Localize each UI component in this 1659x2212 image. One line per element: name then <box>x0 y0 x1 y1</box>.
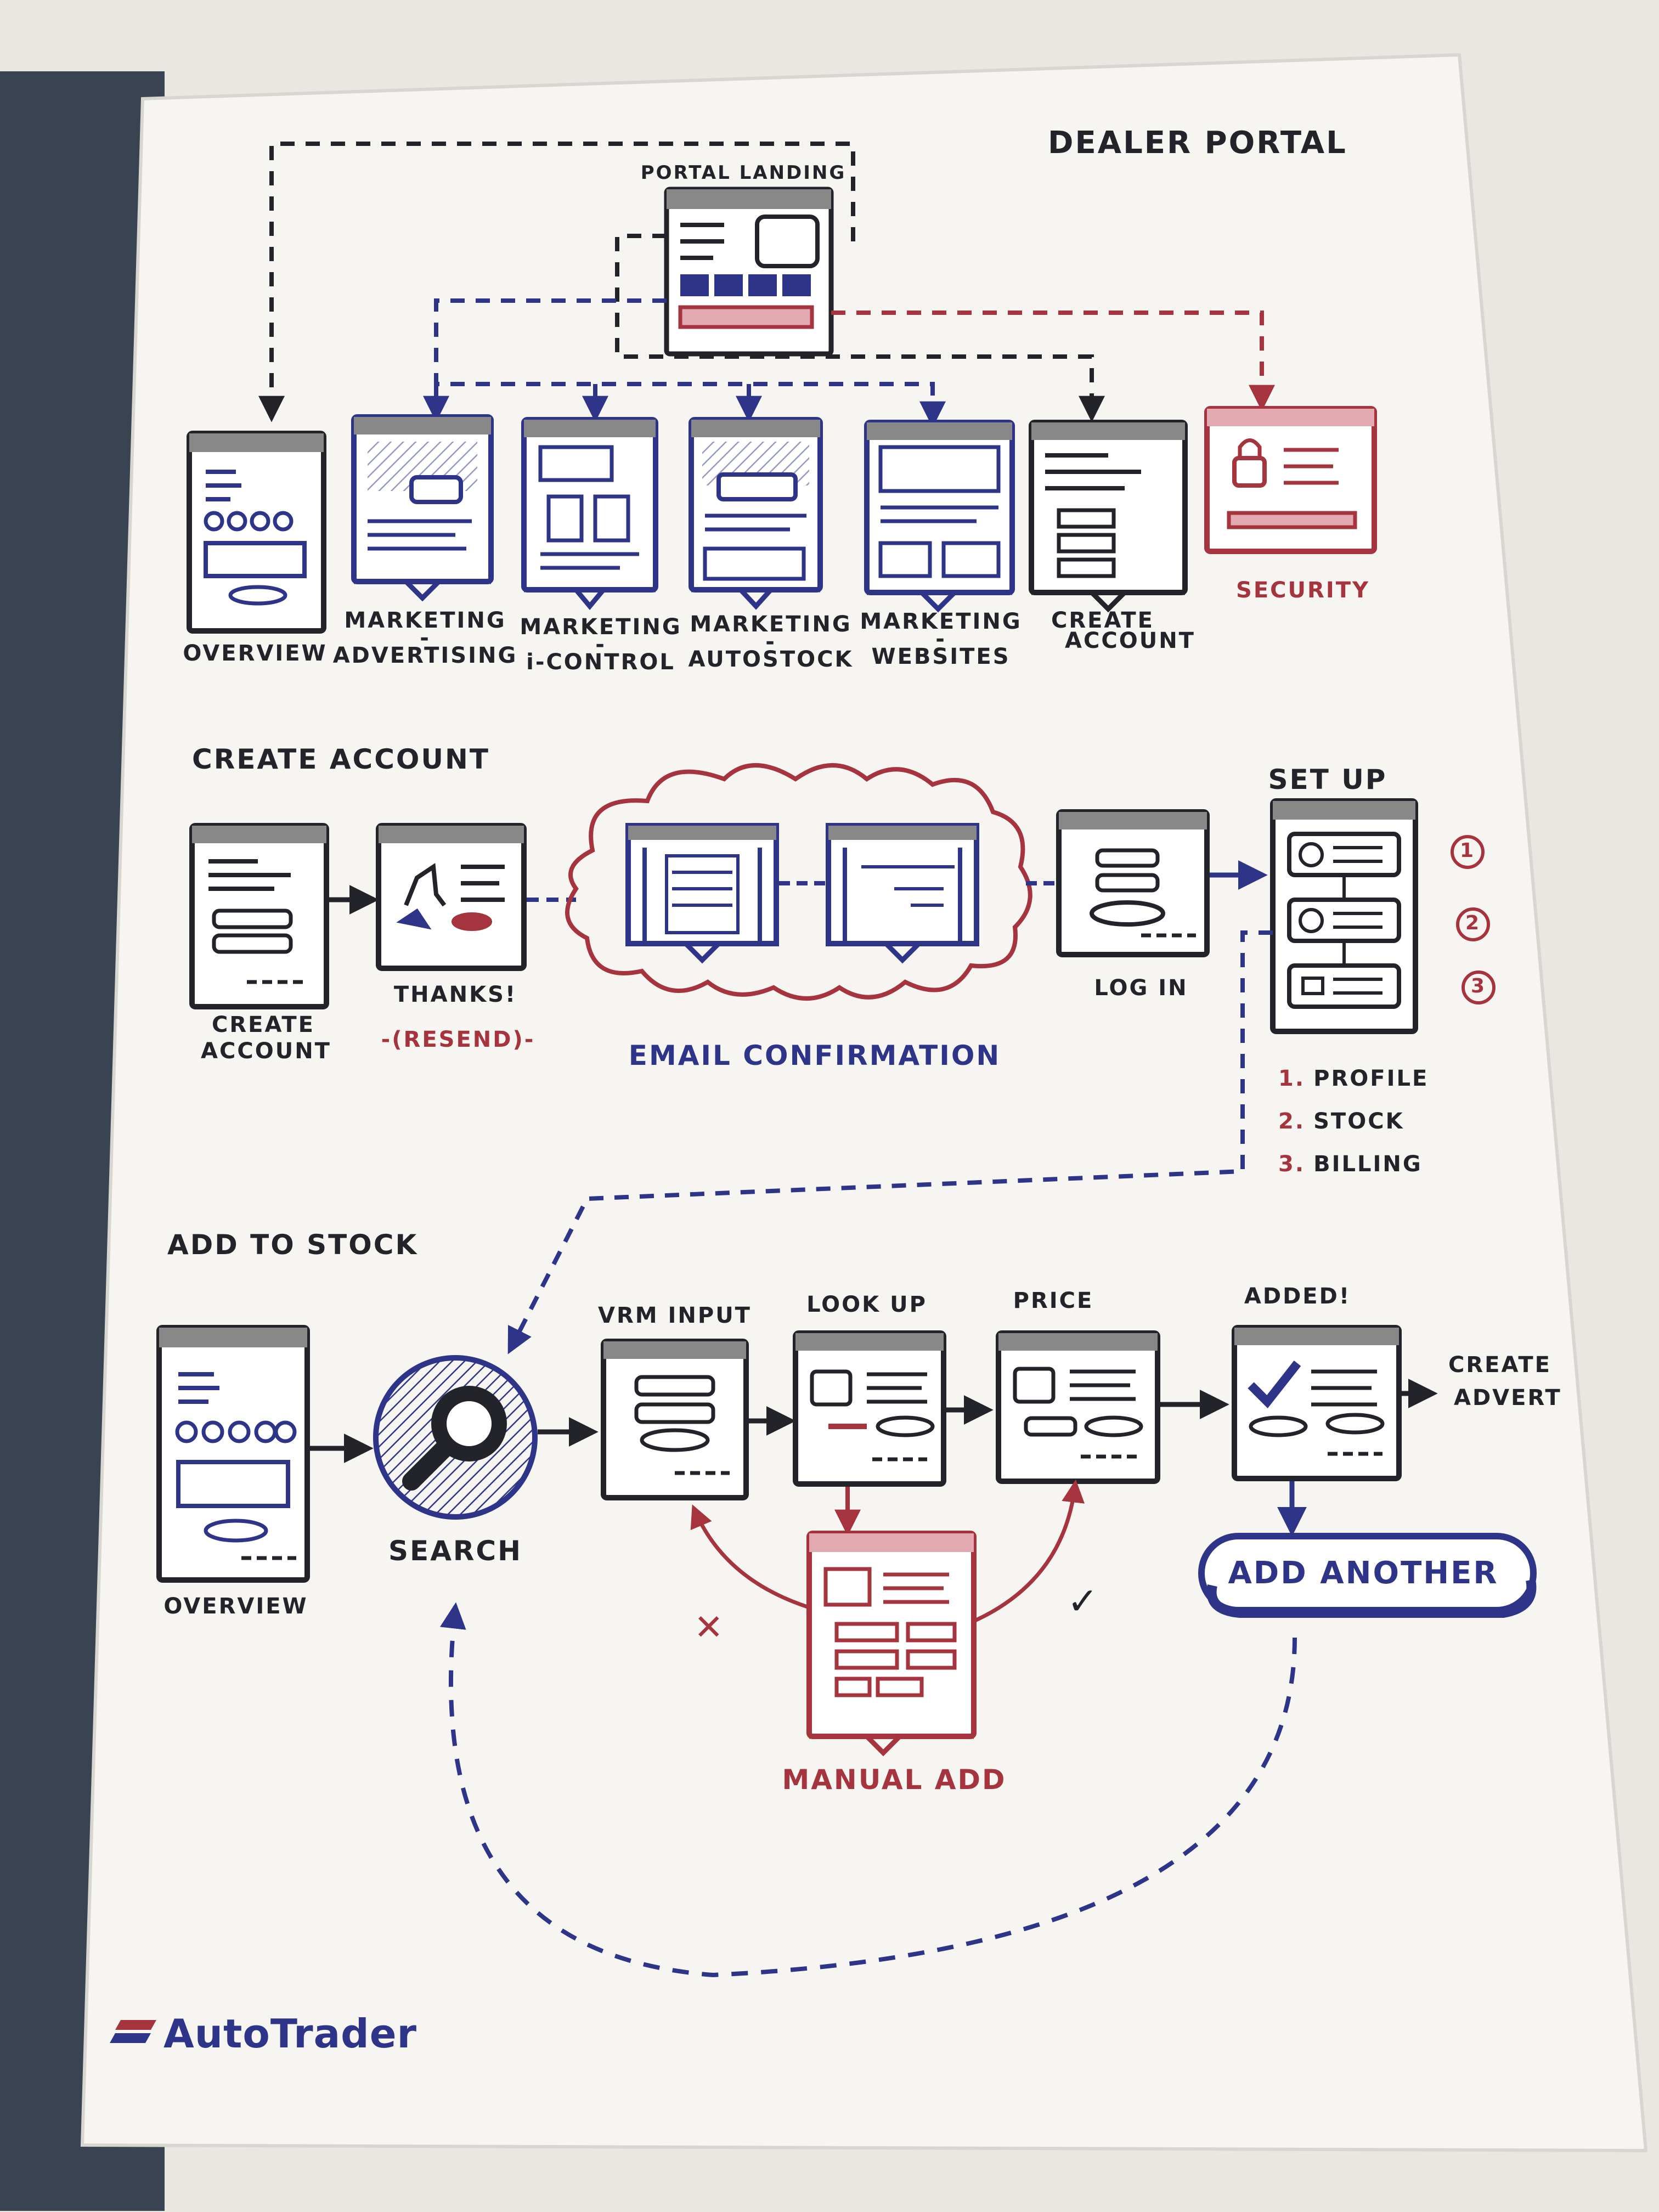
setup-step-2-num: 2. <box>1278 1109 1306 1134</box>
top-label-advertising-1: MARKETING <box>344 608 506 633</box>
thanks-screen <box>376 823 527 971</box>
top-label-websites-3: WEBSITES <box>871 644 1011 669</box>
setup-step-1-num: 1. <box>1278 1066 1306 1091</box>
step-circle-1: 1 <box>1459 839 1476 862</box>
section-heading-create-account: CREATE ACCOUNT <box>192 743 490 775</box>
manual-add-screen <box>806 1531 977 1757</box>
label-vrm-input: VRM INPUT <box>598 1303 752 1328</box>
setup-step-2: 2. STOCK <box>1278 1109 1429 1152</box>
overview-screen-bottom <box>156 1325 310 1583</box>
label-setup: SET UP <box>1268 764 1387 795</box>
label-look-up: LOOK UP <box>806 1292 927 1317</box>
top-label-advertising-3: ADVERTISING <box>332 643 518 668</box>
section-heading-add-to-stock: ADD TO STOCK <box>167 1229 419 1261</box>
top-label-autostock-3: AUTOSTOCK <box>688 647 854 672</box>
resend-link[interactable]: -(RESEND)- <box>381 1027 535 1052</box>
autotrader-logo: AutoTrader <box>110 2011 417 2057</box>
autotrader-logo-text: AutoTrader <box>163 2011 417 2057</box>
added-screen <box>1232 1325 1402 1481</box>
top-label-create-account-2: ACCOUNT <box>1065 628 1195 653</box>
top-label-autostock-1: MARKETING <box>690 612 852 637</box>
label-create-advert-1: CREATE <box>1448 1352 1551 1378</box>
label-create-advert-2: ADVERT <box>1454 1385 1562 1410</box>
top-label-websites-2: - <box>935 627 946 652</box>
marketing-autostock-screen <box>689 417 823 610</box>
diagram-title: DEALER PORTAL <box>1048 125 1347 161</box>
portal-landing-label: PORTAL LANDING <box>640 162 847 184</box>
step-circle-3: 3 <box>1470 975 1487 997</box>
marketing-websites-screen <box>864 420 1015 613</box>
login-screen <box>1056 809 1210 957</box>
label-price: PRICE <box>1013 1288 1094 1313</box>
top-label-overview: OVERVIEW <box>183 641 328 666</box>
top-label-create-account-1: CREATE <box>1051 608 1154 633</box>
vrm-input-screen <box>601 1339 749 1500</box>
top-label-icontrol-1: MARKETING <box>520 614 682 640</box>
top-label-icontrol-2: - <box>595 632 606 657</box>
top-label-security: SECURITY <box>1236 578 1370 603</box>
marketing-advertising-screen <box>351 414 494 602</box>
label-create-1: CREATE <box>212 1012 315 1037</box>
setup-steps-list: 1. PROFILE 2. STOCK 3. BILLING <box>1278 1066 1429 1194</box>
label-overview-bottom: OVERVIEW <box>163 1594 308 1619</box>
top-label-websites-1: MARKETING <box>860 609 1022 634</box>
top-label-advertising-2: - <box>420 625 431 651</box>
label-thanks: THANKS! <box>393 982 517 1007</box>
setup-screen <box>1270 798 1418 1034</box>
email-confirmation-cloud <box>565 763 1032 1001</box>
lookup-screen <box>793 1330 946 1487</box>
label-email-confirmation: EMAIL CONFIRMATION <box>628 1040 1001 1071</box>
portal-landing-screen <box>664 187 834 357</box>
overview-screen-top <box>187 431 326 634</box>
label-login: LOG IN <box>1094 975 1188 1001</box>
security-screen <box>1204 406 1377 554</box>
create-account-screen-top <box>1029 420 1188 613</box>
add-another-label[interactable]: ADD ANOTHER <box>1228 1555 1499 1591</box>
step-circle-2: 2 <box>1465 912 1481 934</box>
label-added: ADDED! <box>1244 1284 1351 1309</box>
autotrader-logo-icon <box>110 2020 156 2043</box>
marketing-icontrol-screen <box>521 417 658 611</box>
check-icon: ✓ <box>1067 1580 1100 1623</box>
setup-step-1: 1. PROFILE <box>1278 1066 1429 1109</box>
search-icon <box>373 1355 538 1520</box>
setup-step-2-text: STOCK <box>1313 1109 1404 1134</box>
setup-step-3-num: 3. <box>1278 1152 1306 1177</box>
setup-step-3-text: BILLING <box>1313 1152 1423 1177</box>
setup-step-circles <box>1451 835 1496 1005</box>
label-create-2: ACCOUNT <box>201 1039 331 1064</box>
label-search: SEARCH <box>388 1535 522 1567</box>
top-label-autostock-2: - <box>765 629 776 654</box>
cross-icon: ✕ <box>694 1607 725 1648</box>
price-screen <box>996 1330 1160 1484</box>
label-manual-add: MANUAL ADD <box>782 1764 1007 1796</box>
create-account-form-screen <box>189 823 329 1009</box>
top-label-icontrol-3: i-CONTROL <box>526 650 675 675</box>
setup-step-1-text: PROFILE <box>1313 1066 1429 1091</box>
setup-step-3: 3. BILLING <box>1278 1152 1429 1194</box>
